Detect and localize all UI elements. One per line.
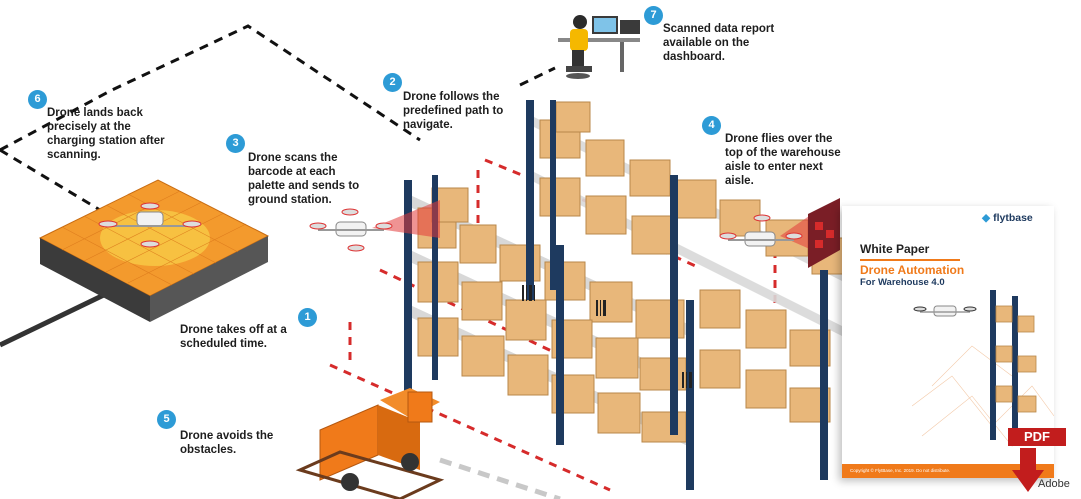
step-3-badge: 3 bbox=[226, 134, 245, 153]
flytbase-logo: ◆flytbase bbox=[982, 212, 1033, 224]
step-3-text: Drone scans the barcode at each palette … bbox=[248, 152, 360, 206]
whitepaper-subtitle: Drone Automation bbox=[860, 263, 965, 277]
whitepaper-footer: Copyright © FlytBase, Inc. 2019. Do not … bbox=[842, 464, 1054, 478]
download-arrow-icon bbox=[1012, 448, 1044, 492]
whitepaper-cover[interactable]: ◆flytbase White Paper Drone Automation F… bbox=[842, 206, 1054, 478]
step-4-badge: 4 bbox=[702, 116, 721, 135]
whitepaper-subtitle-2: For Warehouse 4.0 bbox=[860, 277, 945, 288]
scanning-drone-left bbox=[309, 200, 440, 252]
title-divider bbox=[860, 259, 960, 261]
step-1-badge: 1 bbox=[298, 308, 317, 327]
step-7-text: Scanned data report available on the das… bbox=[663, 23, 775, 63]
step-2-text: Drone follows the predefined path to nav… bbox=[403, 91, 504, 131]
whitepaper-title: White Paper bbox=[860, 242, 930, 256]
grey-path bbox=[439, 457, 561, 499]
cover-artwork bbox=[912, 290, 1054, 447]
step-5-text: Drone avoids the obstacles. bbox=[180, 430, 274, 456]
pdf-download-icon[interactable]: PDF Adobe bbox=[1008, 426, 1076, 498]
flight-path bbox=[0, 24, 556, 212]
brand-name: flytbase bbox=[993, 212, 1033, 224]
racks bbox=[404, 100, 860, 490]
qr-sign bbox=[808, 198, 840, 268]
step-6-badge: 6 bbox=[28, 90, 47, 109]
operator-desk bbox=[558, 15, 640, 79]
step-6-text: Drone lands back precisely at the chargi… bbox=[47, 107, 165, 161]
step-5-badge: 5 bbox=[157, 410, 176, 429]
step-2-badge: 2 bbox=[383, 73, 402, 92]
cover-drone bbox=[913, 305, 977, 317]
step-7-badge: 7 bbox=[644, 6, 663, 25]
step-4-text: Drone flies over the top of the warehous… bbox=[725, 133, 841, 187]
forklift bbox=[295, 388, 445, 499]
drone-on-pad bbox=[98, 202, 202, 248]
adobe-label: Adobe bbox=[1038, 478, 1070, 490]
step-1-text: Drone takes off at a scheduled time. bbox=[180, 324, 287, 350]
pdf-label: PDF bbox=[1008, 428, 1066, 446]
charging-pad bbox=[0, 179, 270, 348]
scanning-drone-right bbox=[719, 214, 812, 250]
